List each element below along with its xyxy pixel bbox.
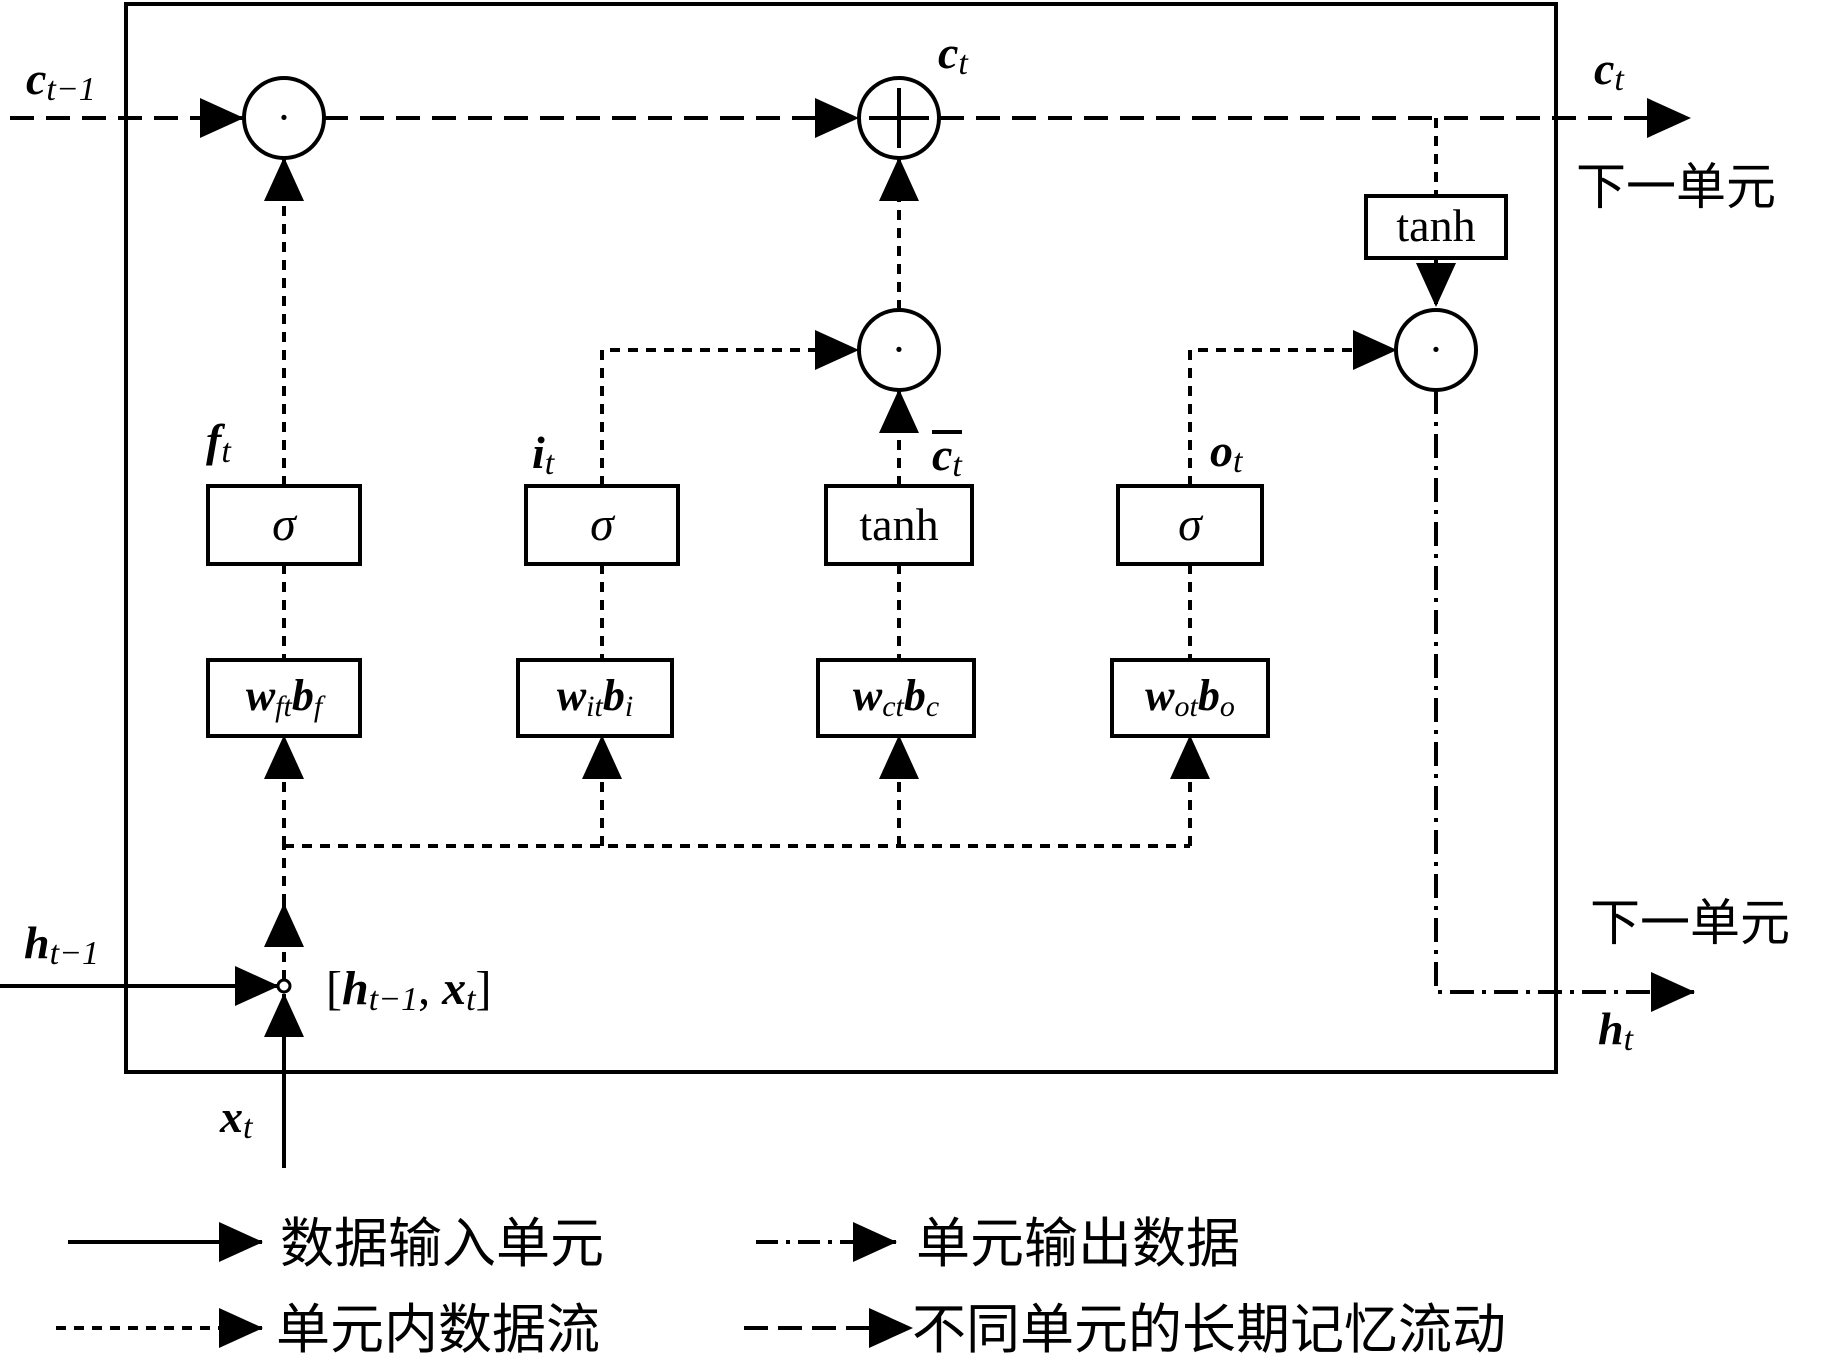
f-t-label: ft	[206, 415, 232, 470]
output-multiply-node: ·	[1394, 308, 1478, 392]
legend: 数据输入单元 单元输出数据 单元内数据流 不同单元的长期记忆流动	[56, 1212, 1506, 1361]
legend-solid: 数据输入单元	[68, 1212, 604, 1275]
w-f-box: wftbf	[206, 658, 362, 738]
x-t-label: xt	[219, 1091, 254, 1146]
concat-label: [ht−1, xt]	[326, 962, 492, 1018]
svg-text:σ: σ	[1178, 498, 1204, 551]
multiply-symbol: ·	[277, 93, 292, 142]
h-prev-label: ht−1	[24, 917, 99, 972]
svg-text:σ: σ	[590, 498, 616, 551]
svg-text:tanh: tanh	[859, 499, 938, 550]
svg-text:ct: ct	[932, 429, 963, 484]
svg-text:单元内数据流: 单元内数据流	[276, 1298, 600, 1361]
next-unit-label-top: 下一单元	[1576, 158, 1776, 216]
input-sigma-box: σ	[524, 484, 680, 566]
i-t-label: it	[532, 427, 556, 482]
svg-text:数据输入单元: 数据输入单元	[280, 1212, 604, 1275]
c-prev-label: ct−1	[26, 53, 96, 108]
w-c-box: wctbc	[816, 658, 976, 738]
legend-dash-dot: 单元输出数据	[756, 1212, 1240, 1275]
output-tanh-box: tanh	[1364, 194, 1508, 260]
svg-text:单元输出数据: 单元输出数据	[916, 1212, 1240, 1275]
legend-dotted: 单元内数据流	[56, 1298, 600, 1361]
forget-multiply-node: ·	[242, 76, 326, 160]
svg-text:·: ·	[892, 325, 907, 374]
legend-long-dash: 不同单元的长期记忆流动	[744, 1298, 1506, 1361]
output-sigma-box: σ	[1116, 484, 1264, 566]
o-t-label: ot	[1210, 425, 1244, 480]
svg-text:wotbo: wotbo	[1145, 671, 1235, 723]
svg-text:·: ·	[1429, 325, 1444, 374]
cell-frame	[124, 2, 1558, 1074]
candidate-tanh-box: tanh	[824, 484, 974, 566]
svg-text:wctbc: wctbc	[853, 671, 939, 723]
h-t-label: ht	[1598, 1003, 1635, 1058]
svg-text:wftbf: wftbf	[246, 671, 326, 723]
w-i-box: witbi	[516, 658, 674, 738]
c-bar-t-label: ct	[932, 429, 963, 484]
c-t-label: ct	[938, 27, 969, 82]
w-o-box: wotbo	[1110, 658, 1270, 738]
svg-text:σ: σ	[272, 498, 298, 551]
svg-text:witbi: witbi	[557, 671, 633, 723]
svg-text:不同单元的长期记忆流动: 不同单元的长期记忆流动	[912, 1298, 1506, 1361]
forget-sigma-box: σ	[206, 484, 362, 566]
concat-junction	[276, 978, 292, 994]
svg-text:tanh: tanh	[1396, 200, 1475, 251]
input-multiply-node: ·	[857, 308, 941, 392]
add-node	[857, 76, 941, 160]
c-t-output-label: ct	[1594, 43, 1625, 98]
next-unit-label-bottom: 下一单元	[1590, 894, 1790, 952]
